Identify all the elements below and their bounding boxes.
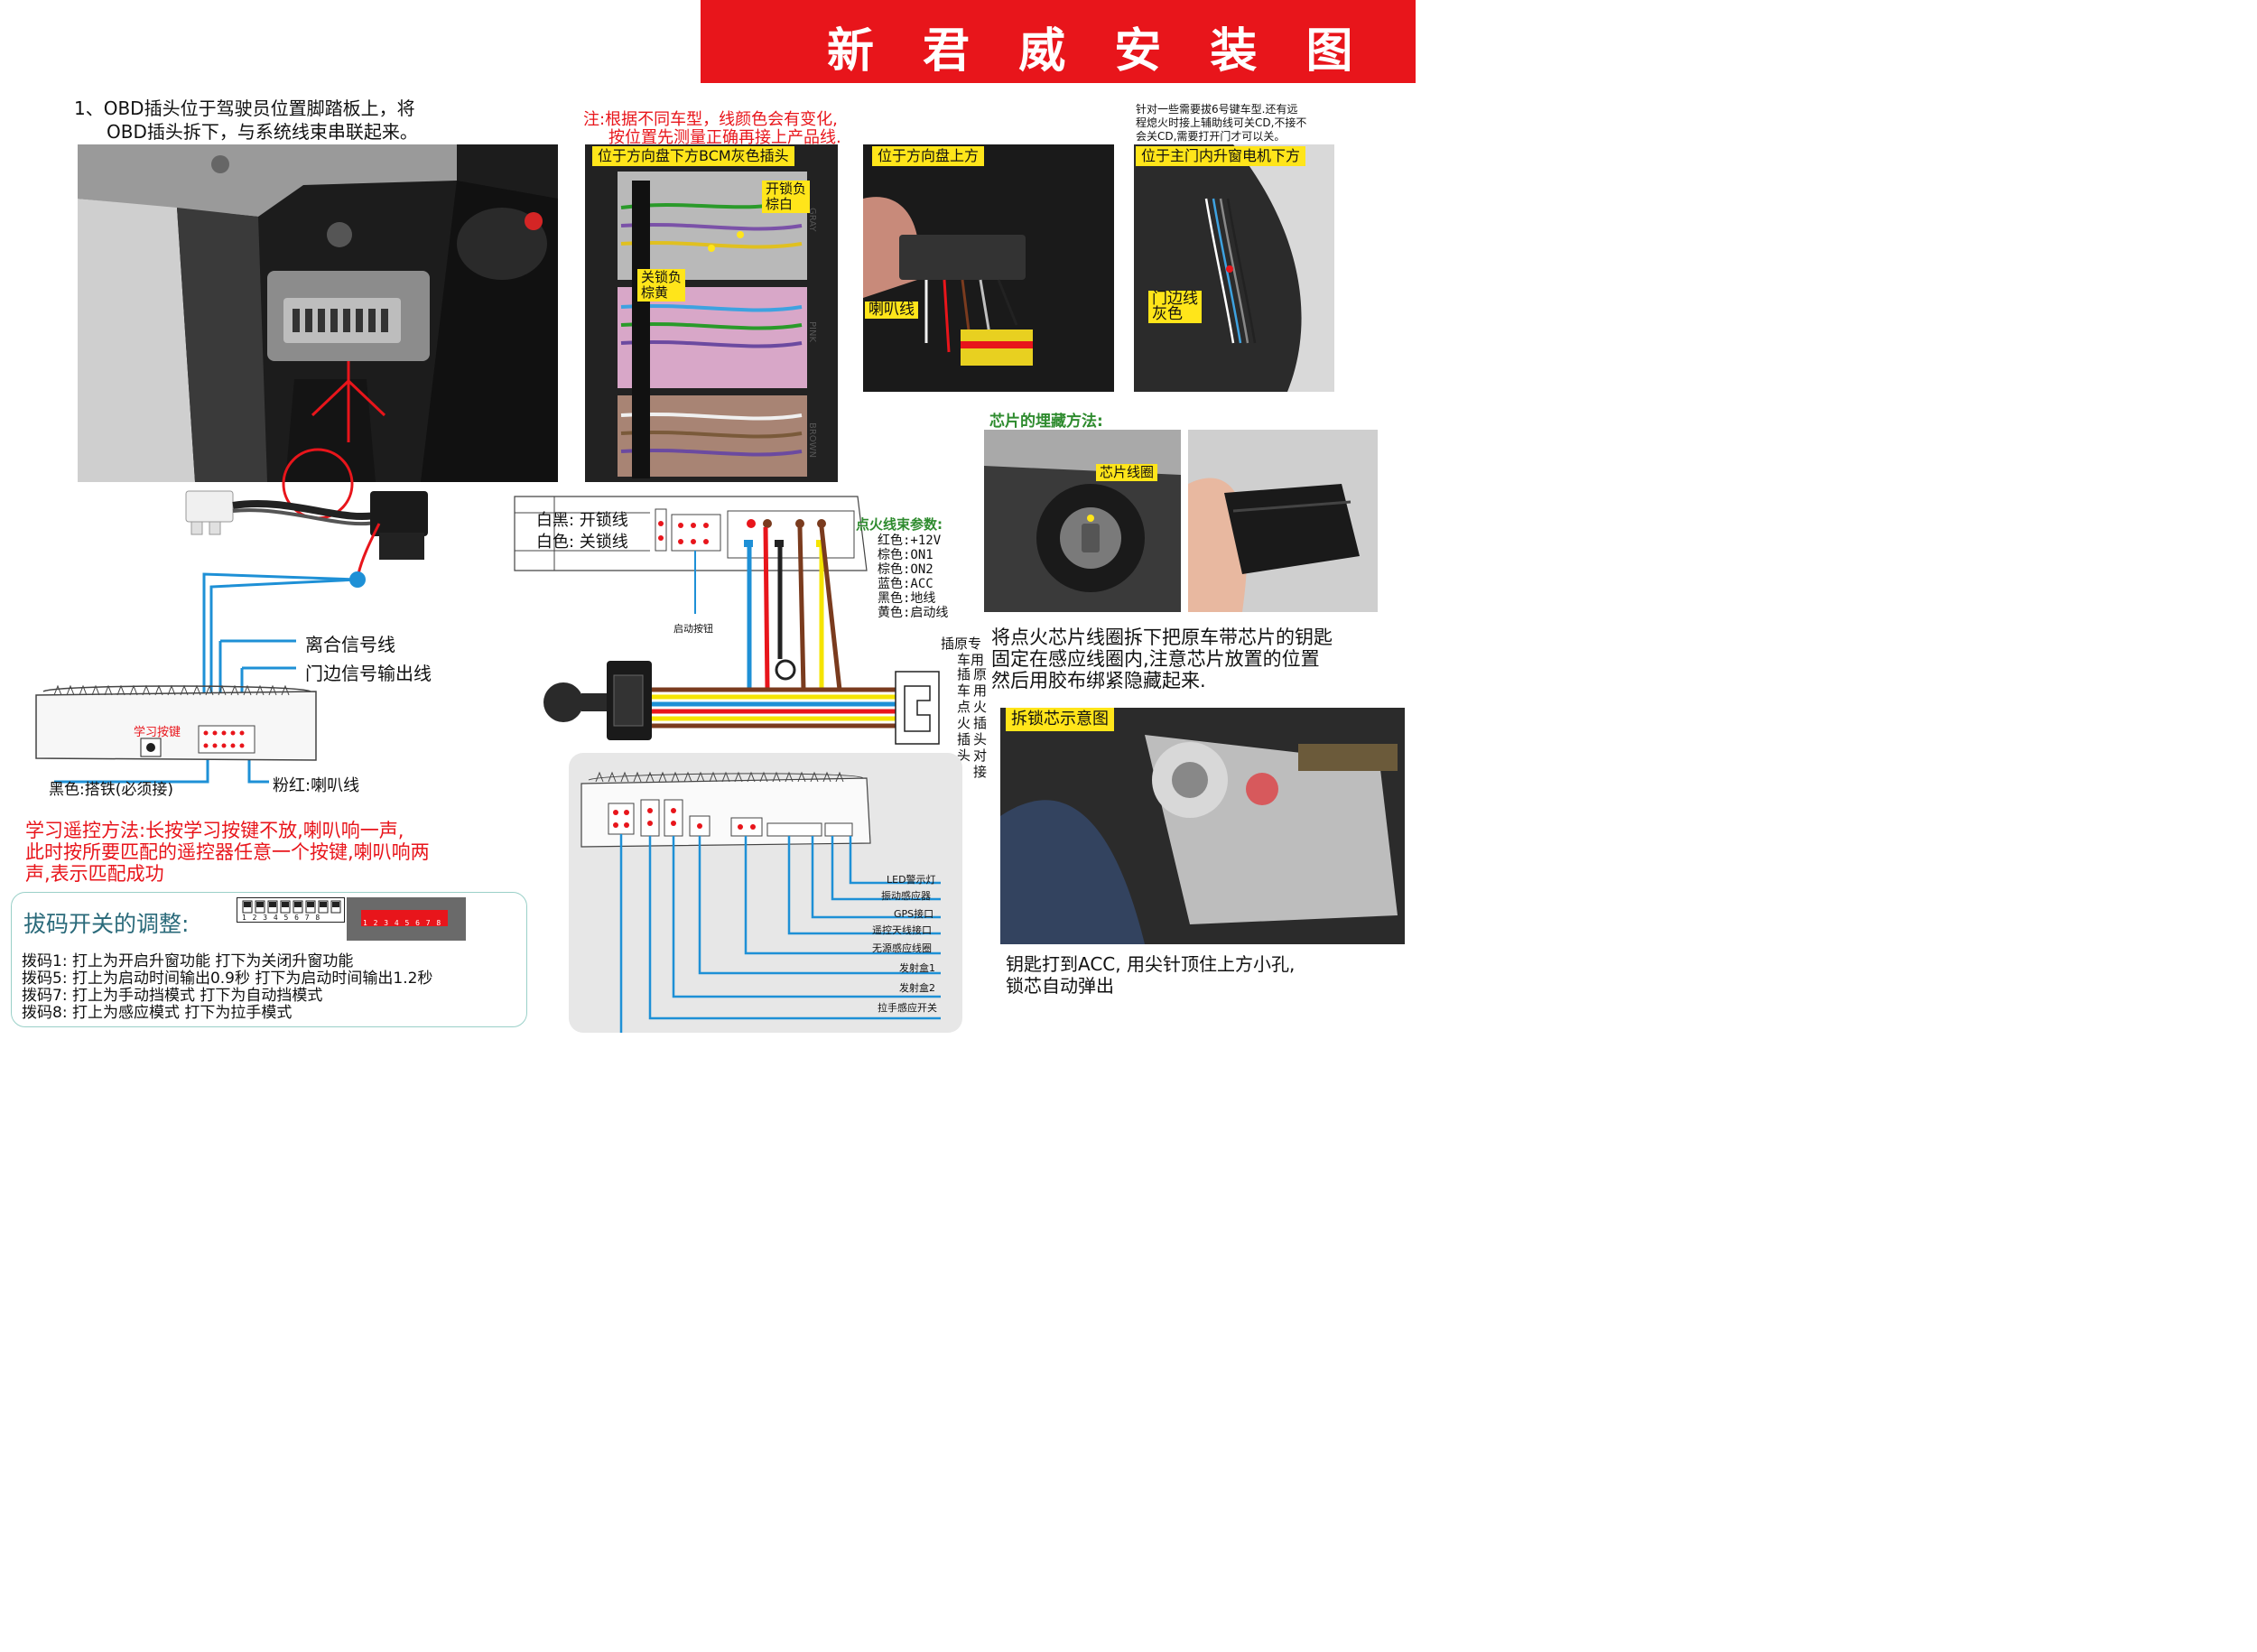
learn-button-label: 学习按键	[134, 726, 181, 739]
key6-note-line2: 程熄火时接上辅助线可关CD,不接不	[1136, 116, 1307, 129]
bcm-photo-label: 位于方向盘下方BCM灰色插头	[592, 146, 794, 166]
port-gps: GPS接口	[894, 908, 934, 920]
lockcore-caption-line2: 锁芯自动弹出	[1006, 975, 1114, 997]
dip-item-8: 拨码8: 打上为感应模式 打下为拉手模式	[22, 1004, 293, 1022]
chip-heading: 芯片的埋藏方法:	[989, 413, 1103, 431]
obd-instruction-line1: 1、OBD插头位于驾驶员位置脚踏板上，将	[74, 97, 415, 119]
ignition-param-black: 黑色:地线	[878, 591, 936, 606]
ignition-param-brown1: 棕色:ON1	[878, 548, 933, 562]
door-tag: 门边线 灰色	[1148, 291, 1202, 323]
title-banner	[701, 0, 1416, 83]
chip-desc-line1: 将点火芯片线圈拆下把原车带芯片的钥匙	[991, 626, 1333, 648]
chip-desc-line2: 固定在感应线圈内,注意芯片放置的位置	[991, 648, 1320, 670]
port-led: LED警示灯	[887, 874, 936, 886]
ignition-param-brown2: 棕色:ON2	[878, 562, 933, 577]
page-title: 新 君 威 安 装 图	[827, 24, 1370, 79]
chip-photo-1	[984, 430, 1181, 612]
bcm-unlock-tag: 开锁负 棕白	[762, 181, 811, 213]
chip-photo-2	[1188, 430, 1378, 612]
dip-item-7: 拨码7: 打上为手动挡模式 打下为自动挡模式	[22, 987, 323, 1005]
lockcore-label: 拆锁芯示意图	[1006, 708, 1114, 731]
learn-remote-line1: 学习遥控方法:长按学习按键不放,喇叭响一声,	[25, 820, 404, 841]
plug-vertical-right: 原用火插头对接	[973, 666, 988, 780]
learn-remote-line2: 此时按所要匹配的遥控器任意一个按键,喇叭响两	[25, 841, 430, 863]
port-transmitter-2: 发射盒2	[899, 982, 935, 994]
horn-photo-illustration	[863, 144, 1114, 392]
horn-photo-label: 位于方向盘上方	[872, 146, 985, 166]
lock-wire-label: 白色: 关锁线	[536, 533, 628, 552]
main-wiring-diagram	[35, 490, 428, 784]
start-button-label: 启动按钮	[673, 623, 713, 635]
door-photo	[1134, 144, 1334, 392]
lockcore-caption-line1: 钥匙打到ACC, 用尖针顶住上方小孔,	[1006, 953, 1296, 975]
learn-button[interactable]	[139, 738, 163, 758]
ignition-param-blue: 蓝色:ACC	[878, 577, 933, 591]
door-photo-label: 位于主门内升窗电机下方	[1136, 146, 1306, 166]
door-photo-illustration	[1134, 144, 1334, 392]
note-line2: 按位置先测量正确再接上产品线.	[608, 128, 841, 147]
door-signal-out-label: 门边信号输出线	[305, 663, 432, 684]
port-vibration-sensor: 振动感应器	[881, 890, 931, 902]
obd-instruction-line2: OBD插头拆下，与系统线束串联起来。	[107, 121, 418, 143]
ignition-param-yellow: 黄色:启动线	[878, 606, 949, 620]
key6-note-line1: 针对一些需要拔6号键车型.还有远	[1136, 103, 1298, 116]
chip-coil-tag: 芯片线圈	[1096, 464, 1158, 481]
ports-diagram	[581, 771, 941, 1033]
port-passive-coil: 无源感应线圈	[872, 942, 932, 954]
ground-label: 黑色:搭铁(必须接)	[49, 781, 173, 799]
lockcore-photo-illustration	[1000, 708, 1405, 944]
ignition-heading: 点火线束参数:	[856, 516, 943, 533]
dip-switch-diagram	[237, 897, 345, 923]
obd-photo	[78, 144, 558, 482]
note-line1: 注:根据不同车型，线颜色会有变化,	[583, 110, 838, 129]
connector-label-pink: PINK	[807, 321, 817, 343]
port-handle-sensor: 拉手感应开关	[878, 1002, 937, 1014]
clutch-signal-label: 离合信号线	[305, 634, 395, 655]
dip-item-1: 拨码1: 打上为开启升窗功能 打下为关闭升窗功能	[22, 952, 354, 970]
connector-label-brown: BROWN	[807, 422, 817, 459]
horn-tag: 喇叭线	[865, 302, 918, 319]
obd-photo-illustration	[78, 144, 558, 482]
plug-label-col2: 车用	[957, 652, 985, 668]
learn-remote-line3: 声,表示匹配成功	[25, 863, 164, 885]
chip-desc-line3: 然后用胶布绑紧隐藏起来.	[991, 670, 1206, 691]
dip-title: 拔码开关的调整:	[23, 911, 190, 937]
chip-photo-1-illustration	[984, 430, 1181, 612]
horn-photo	[863, 144, 1114, 392]
port-transmitter-1: 发射盒1	[899, 962, 935, 974]
horn-wire-label: 粉红:喇叭线	[273, 776, 360, 795]
key6-note-line3: 会关CD,需要打开门才可以关。	[1136, 130, 1286, 143]
dip-item-5: 拨码5: 打上为启动时间输出0.9秒 打下为启动时间输出1.2秒	[22, 970, 433, 988]
chip-photo-2-illustration	[1188, 430, 1378, 612]
unlock-wire-label: 白黑: 开锁线	[536, 511, 628, 530]
dip-switch-red-block	[361, 910, 448, 926]
lockcore-photo	[1000, 708, 1405, 944]
plug-label-col1: 插原专	[941, 636, 982, 652]
bcm-lock-tag: 关锁负 棕黄	[637, 269, 686, 302]
port-antenna: 遥控天线接口	[872, 924, 932, 936]
dip-numbers: 1 2 3 4 5 6 7 8	[242, 914, 321, 922]
plug-vertical-left: 插车点火插头	[957, 666, 971, 764]
dip-switch-photo: 1 2 3 4 5 6 7 8	[347, 897, 466, 941]
ignition-wiring-diagram	[514, 496, 940, 745]
dip-photo-numbers: 1 2 3 4 5 6 7 8	[363, 919, 442, 927]
ignition-param-red: 红色:+12V	[878, 534, 942, 548]
dip-switch-diagram-drawing	[242, 900, 341, 914]
